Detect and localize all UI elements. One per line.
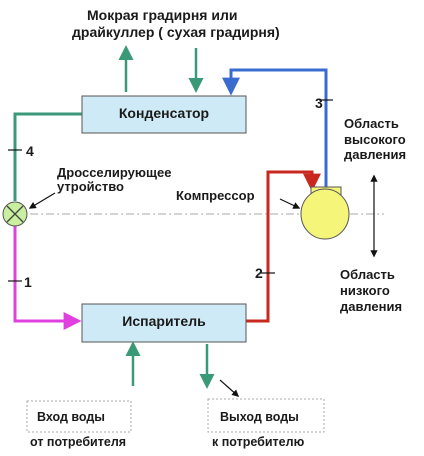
cooling-tower-label-line2: драйкуллер ( сухая градирня) — [72, 24, 280, 40]
compressor-label: Компрессор — [176, 188, 255, 203]
low-pressure-line3: давления — [340, 299, 402, 314]
compressor-pointer — [279, 198, 301, 209]
compressor-icon — [300, 186, 350, 240]
expansion-device-label-line1: Дросселирующее — [57, 165, 171, 180]
water-out-label: Выход воды — [220, 410, 299, 424]
point-2-label: 2 — [255, 265, 263, 281]
condenser-box — [81, 95, 247, 134]
cooling-tower-label-line1: Мокрая градирня или — [87, 7, 237, 23]
expansion-line-magenta — [13, 226, 82, 330]
high-pressure-line3: давления — [344, 147, 406, 162]
evaporator-label: Испаритель — [122, 313, 206, 329]
water-out-box — [207, 398, 325, 433]
point-4-label: 4 — [26, 143, 34, 159]
point-3-label: 3 — [315, 95, 323, 111]
high-pressure-line1: Область — [344, 116, 399, 131]
condenser-label: Конденсатор — [119, 105, 209, 121]
point-1-label: 1 — [24, 274, 32, 290]
expansion-device-label-line2: утройство — [57, 179, 124, 194]
expansion-valve-icon — [2, 201, 28, 227]
evaporator-box — [81, 303, 247, 343]
water-in-box — [26, 400, 132, 433]
liquid-line-green — [13, 112, 82, 201]
suction-line-red — [246, 170, 321, 323]
low-pressure-line1: Область — [340, 267, 395, 282]
low-pressure-line2: низкого — [340, 283, 390, 298]
expansion-valve-pointer — [28, 192, 56, 209]
water-in-label: Вход воды — [37, 410, 105, 424]
water-out-caption: к потребителю — [212, 435, 305, 449]
high-pressure-line2: высокого — [344, 132, 406, 147]
water-in-caption: от потребителя — [30, 435, 126, 449]
water-out-pointer — [219, 379, 240, 397]
discharge-line-blue — [222, 68, 328, 195]
